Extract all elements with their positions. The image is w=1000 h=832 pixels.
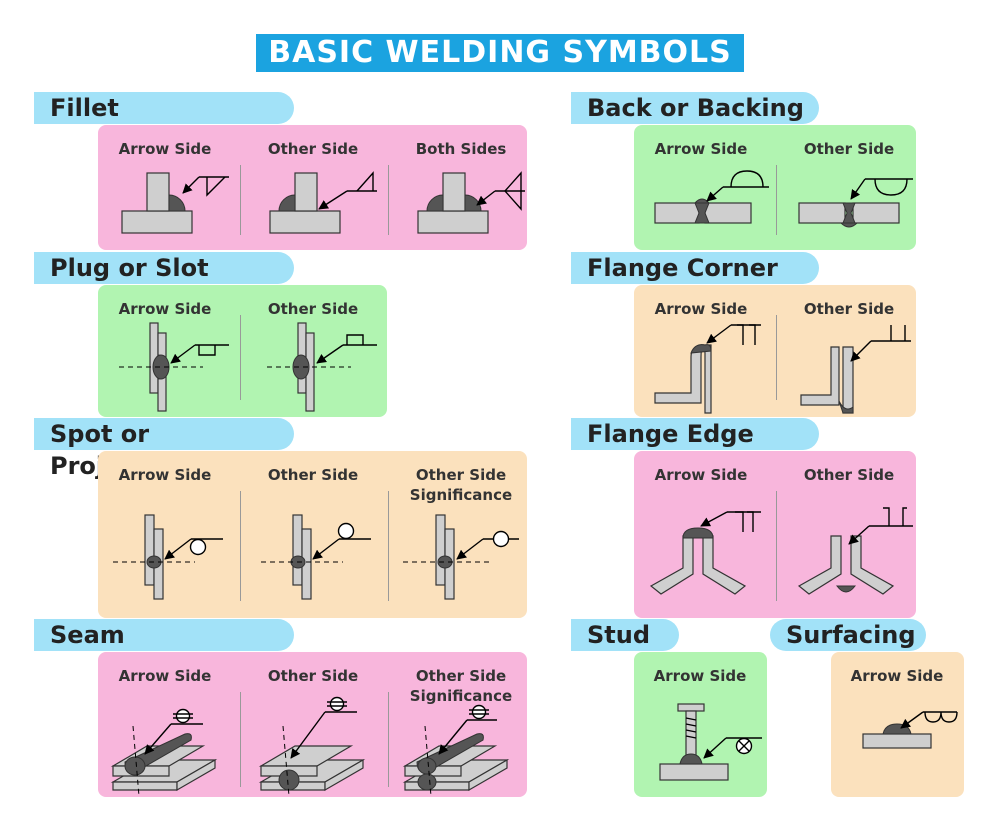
label-surfacing-arrow-side: Arrow Side: [850, 667, 944, 685]
stud-arrow-side-figure: [659, 703, 762, 781]
panel-fillet: Arrow Side Other Side Both Sides: [98, 125, 527, 250]
label-spot-arrow-side: Arrow Side: [118, 466, 212, 484]
section-header-seam: Seam: [34, 619, 294, 651]
fillet-both-sides-figure: [417, 171, 525, 234]
panel-spot-or-projection: Arrow Side Other Side Other Side Signifi…: [98, 451, 527, 618]
panel-stud: Arrow Side: [634, 652, 767, 797]
panel-surfacing: Arrow Side: [831, 652, 964, 797]
label-fillet-both-sides: Both Sides: [415, 140, 507, 158]
flange-edge-arrow-side-figure: [649, 511, 761, 595]
panel-seam: Arrow Side Other Side Other Side Signifi…: [98, 652, 527, 797]
seam-other-side-significance-figure: [402, 704, 510, 796]
page-title: BASIC WELDING SYMBOLS: [256, 34, 744, 72]
label-fillet-other-side: Other Side: [267, 140, 359, 158]
label-flange-corner-other-side: Other Side: [803, 300, 895, 318]
panel-flange-edge: Arrow Side Other Side: [634, 451, 916, 618]
section-header-flange-edge: Flange Edge: [571, 418, 819, 450]
section-header-stud: Stud: [571, 619, 679, 651]
flange-edge-other-side-figure: [797, 507, 913, 595]
label-spot-other-side: Other Side: [267, 466, 359, 484]
label-fillet-arrow-side: Arrow Side: [118, 140, 212, 158]
fillet-arrow-side-figure: [121, 172, 229, 234]
plug-arrow-side-figure: [119, 322, 229, 412]
panel-flange-corner: Arrow Side Other Side: [634, 285, 916, 417]
section-header-spot-or-projection: Spot or Projection: [34, 418, 294, 480]
label-stud-arrow-side: Arrow Side: [653, 667, 747, 685]
seam-other-side-figure: [258, 696, 366, 796]
spot-other-side-significance-figure: [403, 514, 519, 600]
spot-other-side-figure: [261, 514, 371, 600]
panel-back-or-backing: Arrow Side Other Side: [634, 125, 916, 250]
section-header-surfacing: Surfacing: [770, 619, 926, 651]
label-flange-edge-arrow-side: Arrow Side: [654, 466, 748, 484]
label-back-arrow-side: Arrow Side: [654, 140, 748, 158]
back-arrow-side-figure: [654, 170, 769, 224]
label-flange-edge-other-side: Other Side: [803, 466, 895, 484]
section-header-fillet: Fillet: [34, 92, 294, 124]
seam-arrow-side-figure: [110, 708, 218, 796]
back-other-side-figure: [798, 178, 913, 228]
surfacing-arrow-side-figure: [862, 711, 958, 749]
label-seam-other-side-significance: Other Side Significance: [409, 667, 513, 705]
label-plug-arrow-side: Arrow Side: [118, 300, 212, 318]
fillet-other-side-figure: [269, 171, 377, 234]
label-spot-other-side-significance: Other Side Significance: [409, 466, 513, 504]
flange-corner-arrow-side-figure: [654, 324, 761, 414]
flange-corner-other-side-figure: [800, 325, 911, 414]
plug-other-side-figure: [267, 322, 377, 412]
label-flange-corner-arrow-side: Arrow Side: [654, 300, 748, 318]
label-plug-other-side: Other Side: [267, 300, 359, 318]
label-seam-arrow-side: Arrow Side: [118, 667, 212, 685]
label-seam-other-side: Other Side: [267, 667, 359, 685]
label-back-other-side: Other Side: [803, 140, 895, 158]
section-header-flange-corner: Flange Corner: [571, 252, 819, 284]
section-header-back-or-backing: Back or Backing: [571, 92, 819, 124]
spot-arrow-side-figure: [113, 514, 223, 600]
section-header-plug-or-slot: Plug or Slot: [34, 252, 294, 284]
panel-plug-or-slot: Arrow Side Other Side: [98, 285, 387, 417]
